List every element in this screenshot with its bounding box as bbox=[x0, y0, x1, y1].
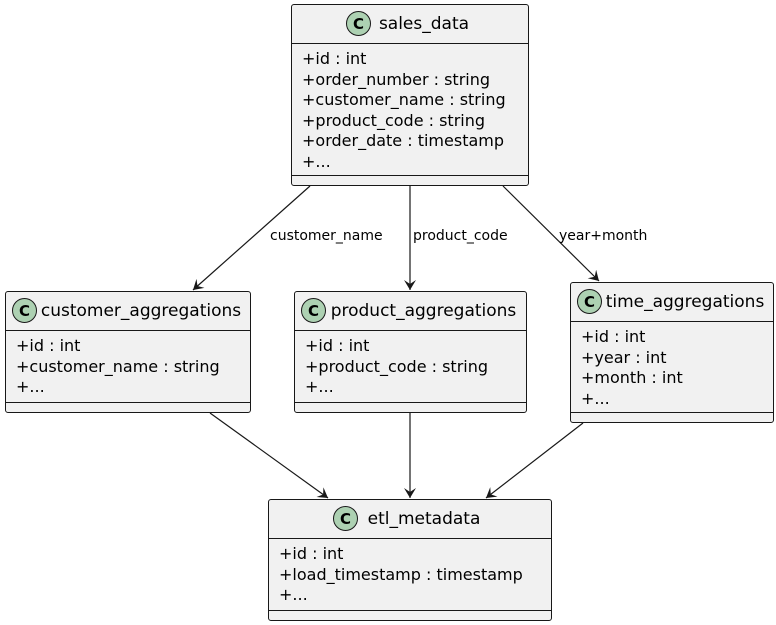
class-customer-aggregations[interactable]: C customer_aggregations +id : int +custo… bbox=[5, 291, 251, 413]
class-icon: C bbox=[346, 11, 371, 36]
class-icon: C bbox=[301, 298, 326, 323]
attribute: +load_timestamp : timestamp bbox=[279, 564, 523, 584]
edge-customer-to-etl bbox=[209, 412, 329, 499]
class-etl-metadata[interactable]: C etl_metadata +id : int +load_timestamp… bbox=[268, 499, 552, 621]
class-sales-data[interactable]: C sales_data +id : int +order_number : s… bbox=[291, 4, 529, 186]
attribute: +customer_name : string bbox=[16, 356, 220, 376]
attribute: +month : int bbox=[581, 368, 683, 387]
attribute: +year : int bbox=[581, 347, 667, 367]
edge-sales-to-customer bbox=[192, 185, 311, 291]
class-divider bbox=[571, 321, 773, 322]
class-header: C sales_data bbox=[292, 5, 528, 43]
class-divider bbox=[6, 330, 250, 331]
methods-divider bbox=[571, 412, 773, 413]
attribute-list: +id : int +customer_name : string +... bbox=[6, 331, 250, 401]
methods-divider bbox=[6, 402, 250, 403]
attribute: +id : int bbox=[305, 336, 370, 355]
attribute: +order_date : timestamp bbox=[302, 131, 505, 150]
attribute: +... bbox=[279, 585, 308, 604]
attribute: +id : int bbox=[581, 327, 646, 346]
class-divider bbox=[295, 330, 526, 331]
attribute-list: +id : int +order_number : string +custom… bbox=[292, 44, 528, 175]
class-name: product_aggregations bbox=[330, 301, 517, 321]
class-header: C etl_metadata bbox=[269, 500, 551, 538]
class-header: C customer_aggregations bbox=[6, 292, 250, 330]
class-header: C time_aggregations bbox=[571, 283, 773, 321]
attribute: +... bbox=[302, 151, 331, 171]
class-name: time_aggregations bbox=[605, 292, 765, 312]
attribute-list: +id : int +year : int +month : int +... bbox=[571, 322, 773, 412]
class-header: C product_aggregations bbox=[295, 292, 526, 330]
edge-label-product-code: product_code bbox=[413, 228, 508, 244]
attribute: +product_code : string bbox=[302, 110, 486, 130]
class-time-aggregations[interactable]: C time_aggregations +id : int +year : in… bbox=[570, 282, 774, 423]
methods-divider bbox=[269, 610, 551, 611]
attribute: +customer_name : string bbox=[302, 90, 506, 109]
class-divider bbox=[269, 538, 551, 539]
edge-time-to-etl bbox=[485, 422, 584, 499]
attribute: +id : int bbox=[302, 49, 367, 68]
class-name: etl_metadata bbox=[367, 509, 481, 529]
class-name: sales_data bbox=[378, 14, 470, 34]
methods-divider bbox=[295, 402, 526, 403]
edge-sales-to-time bbox=[502, 185, 600, 282]
attribute: +... bbox=[16, 377, 45, 396]
class-icon: C bbox=[577, 289, 602, 314]
edge-label-year-month: year+month bbox=[559, 228, 647, 244]
class-name: customer_aggregations bbox=[40, 301, 242, 321]
attribute-list: +id : int +load_timestamp : timestamp +.… bbox=[269, 539, 551, 609]
attribute: +id : int bbox=[16, 336, 81, 355]
class-icon: C bbox=[333, 506, 358, 531]
attribute-list: +id : int +product_code : string +... bbox=[295, 331, 526, 401]
class-product-aggregations[interactable]: C product_aggregations +id : int +produc… bbox=[294, 291, 527, 413]
attribute: +product_code : string bbox=[305, 356, 489, 376]
attribute: +order_number : string bbox=[302, 69, 491, 89]
attribute: +id : int bbox=[279, 544, 344, 563]
attribute: +... bbox=[305, 377, 334, 396]
edge-label-customer-name: customer_name bbox=[270, 228, 383, 244]
attribute: +... bbox=[581, 388, 610, 408]
methods-divider bbox=[292, 175, 528, 176]
class-icon: C bbox=[12, 298, 37, 323]
class-divider bbox=[292, 43, 528, 44]
